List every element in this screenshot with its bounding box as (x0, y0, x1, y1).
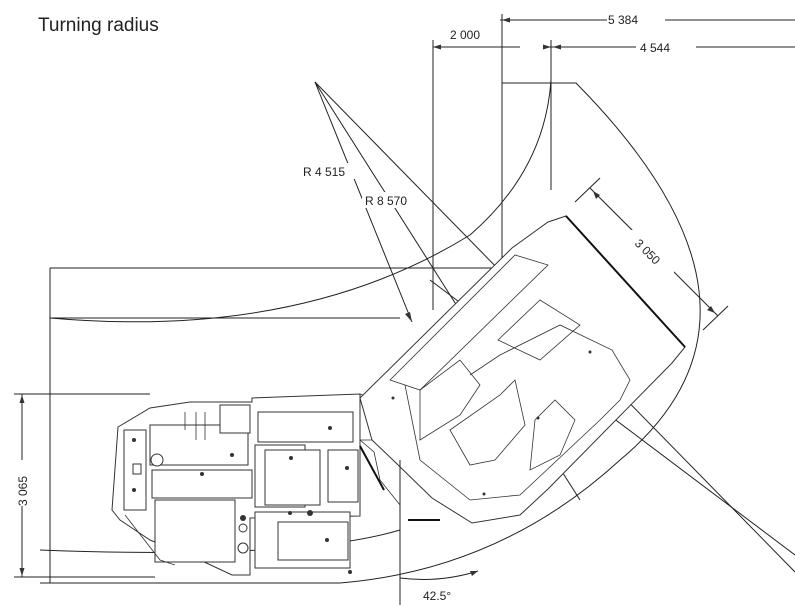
dimension-2000: 2 000 (450, 28, 480, 42)
dimension-4544: 4 544 (640, 41, 670, 55)
articulation-angle (399, 460, 479, 605)
machine-body (111, 393, 385, 576)
angle-label: 42.5° (423, 589, 451, 603)
diagram-title: Turning radius (38, 15, 159, 36)
top-dimension-lines (432, 14, 795, 310)
radius-8570: R 8 570 (365, 194, 407, 208)
dimension-3065: 3 065 (16, 476, 30, 506)
radius-4515: R 4 515 (303, 165, 345, 179)
front-section-bucket (359, 215, 686, 524)
dimension-5384: 5 384 (608, 13, 638, 27)
